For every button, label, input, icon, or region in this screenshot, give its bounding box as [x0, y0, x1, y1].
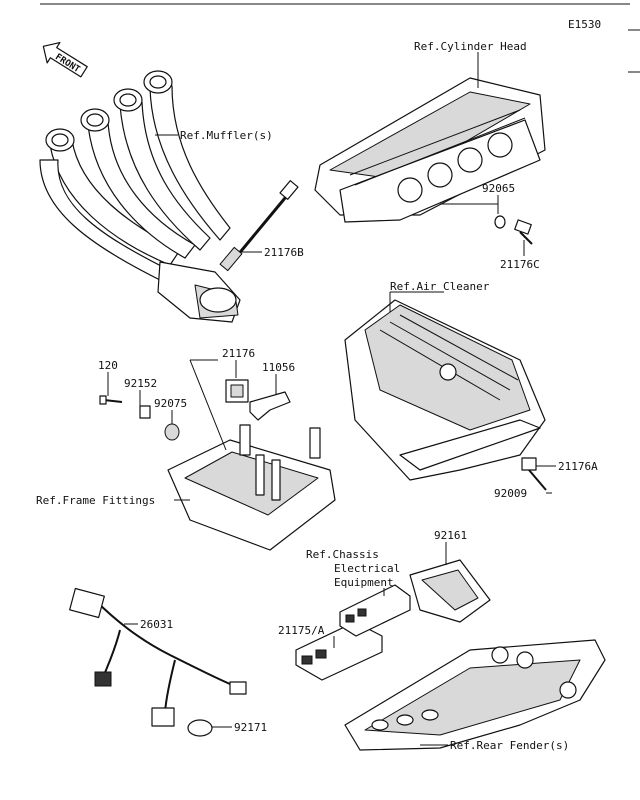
front-arrow-icon: FRONT [42, 41, 88, 78]
temp-sensor-21176c [514, 219, 533, 245]
label-ref-mufflers: Ref.Muffler(s) [180, 129, 273, 142]
label-21176: 21176 [222, 347, 255, 360]
label-ref-cylinder-head: Ref.Cylinder Head [414, 40, 527, 53]
label-92161: 92161 [434, 529, 467, 542]
air-cleaner [344, 299, 546, 481]
label-120: 120 [98, 359, 118, 372]
label-ref-chassis-line1: Ref.Chassis [306, 548, 379, 561]
clamp-92171 [187, 719, 213, 737]
sensor-21176 [225, 379, 249, 403]
oxygen-sensor-21176b [219, 180, 299, 272]
label-11056: 11056 [262, 361, 295, 374]
label-ref-frame-fittings: Ref.Frame Fittings [36, 494, 155, 507]
wire-harness-26031 [69, 587, 247, 727]
label-26031: 26031 [140, 618, 173, 631]
collar-92152 [139, 405, 151, 419]
label-21176b: 21176B [264, 246, 304, 259]
rear-fender [344, 639, 606, 751]
label-92171: 92171 [234, 721, 267, 734]
bracket-11056 [249, 391, 291, 421]
diagram-code: E1530 [568, 18, 601, 31]
chassis-electrical-module [339, 584, 411, 637]
bracket-92161 [409, 559, 491, 623]
label-92152: 92152 [124, 377, 157, 390]
cylinder-head [314, 77, 546, 223]
leader-lines [107, 52, 556, 746]
washer-92065 [494, 215, 506, 229]
label-92075: 92075 [154, 397, 187, 410]
label-21175a: 21175/A [278, 624, 325, 637]
exhaust-header-pipes [39, 70, 241, 323]
grommet-92075 [164, 423, 180, 441]
label-ref-chassis-line3: Equipment [334, 576, 394, 589]
label-ref-air-cleaner: Ref.Air Cleaner [390, 280, 490, 293]
label-ref-rear-fender: Ref.Rear Fender(s) [450, 739, 569, 752]
iat-sensor-21176a [521, 457, 547, 491]
label-21176a: 21176A [558, 460, 598, 473]
label-21176c: 21176C [500, 258, 540, 271]
label-ref-chassis-line2: Electrical [334, 562, 400, 575]
page-frame [40, 3, 640, 73]
label-92065: 92065 [482, 182, 515, 195]
label-92009: 92009 [494, 487, 527, 500]
bolt-120 [99, 395, 123, 405]
frame-fittings-tray [167, 424, 336, 551]
